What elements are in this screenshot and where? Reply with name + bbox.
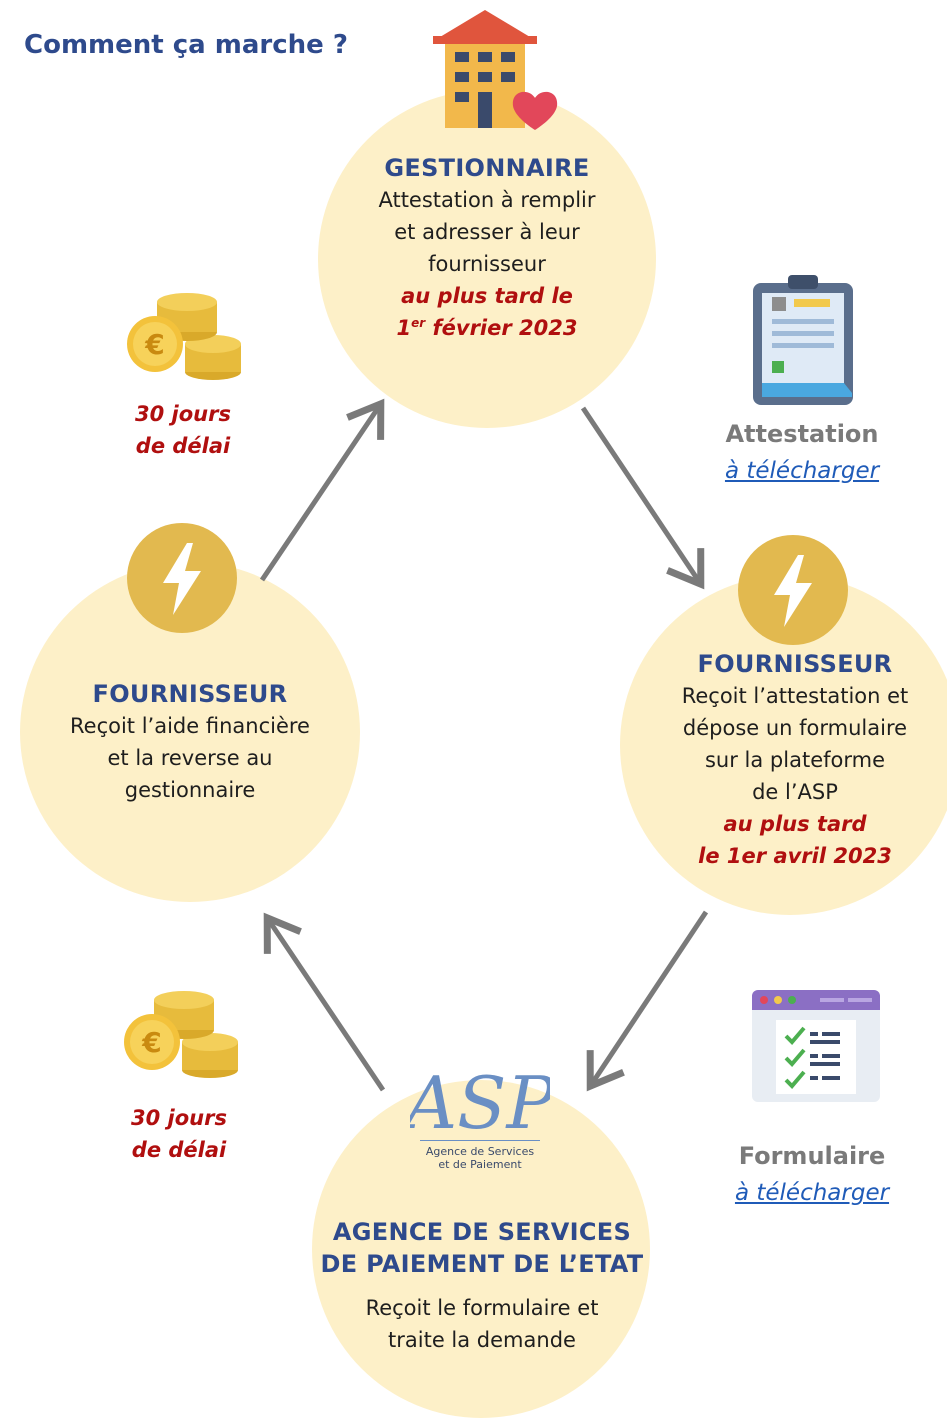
gestionnaire-body-line-3: fournisseur <box>428 252 546 276</box>
checklist-form-icon <box>752 990 880 1102</box>
delay-bottom-line-1: 30 jours <box>131 1106 227 1130</box>
asp-logo-mark: ASP <box>410 1061 550 1138</box>
asp-logo-caption-1: Agence de Services <box>425 1145 535 1158</box>
delay-bottom: 30 jours de délai <box>104 1102 254 1166</box>
fournisseur-right-text: FOURNISSEUR Reçoit l’attestation et dépo… <box>650 648 940 872</box>
asp-logo: ASP Agence de Services et de Paiement <box>410 1060 550 1171</box>
arrow-gestionnaire-to-fournisseur <box>580 406 705 590</box>
fournisseur-right-heading: FOURNISSEUR <box>697 650 893 678</box>
arrow-asp-to-fournisseur <box>263 912 386 1092</box>
svg-text:€: € <box>144 328 164 361</box>
delay-top-line-2: de délai <box>135 434 231 458</box>
gestionnaire-deadline-line-1: au plus tard le <box>401 284 573 308</box>
arrow-fournisseur-to-asp <box>586 910 709 1092</box>
asp-heading-line-1: AGENCE DE SERVICES <box>332 1218 632 1246</box>
asp-body-line-1: Reçoit le formulaire et <box>365 1296 599 1320</box>
asp-circle <box>312 1080 650 1418</box>
delay-top-line-1: 30 jours <box>135 402 231 426</box>
asp-heading-line-2: DE PAIEMENT DE L’ETAT <box>320 1250 644 1278</box>
gestionnaire-text: GESTIONNAIRE Attestation à remplir et ad… <box>330 152 644 344</box>
fournisseur-left-text: FOURNISSEUR Reçoit l’aide financière et … <box>30 678 350 806</box>
euro-coins-icon-top: € <box>125 292 245 384</box>
formulaire-title: Formulaire <box>738 1142 886 1170</box>
gestionnaire-body-line-2: et adresser à leur <box>394 220 580 244</box>
fournisseur-right-body-line-2: dépose un formulaire <box>682 716 908 740</box>
delay-top: 30 jours de délai <box>108 398 258 462</box>
building-heart-icon <box>425 10 565 140</box>
gestionnaire-heading: GESTIONNAIRE <box>384 154 590 182</box>
euro-coins-icon-bottom: € <box>122 990 242 1082</box>
fournisseur-left-body-line-1: Reçoit l’aide financière <box>70 714 310 738</box>
attestation-title: Attestation <box>725 420 879 448</box>
clipboard-document-icon <box>748 275 858 407</box>
fournisseur-right-body-line-3: sur la plateforme <box>704 748 885 772</box>
fournisseur-right-body-line-4: de l’ASP <box>752 780 838 804</box>
fournisseur-right-deadline-line-2: le 1er avril 2023 <box>698 844 892 868</box>
gestionnaire-body-line-1: Attestation à remplir <box>378 188 596 212</box>
asp-text: AGENCE DE SERVICES DE PAIEMENT DE L’ETAT… <box>292 1216 672 1356</box>
fournisseur-left-body-line-3: gestionnaire <box>124 778 256 802</box>
lightning-bolt-icon-left <box>127 523 237 633</box>
attestation-download-link[interactable]: à télécharger <box>724 458 880 484</box>
gestionnaire-deadline-line-2: 1er février 2023 <box>396 316 578 340</box>
lightning-bolt-icon-right <box>738 535 848 645</box>
svg-text:ASP: ASP <box>410 1061 550 1138</box>
svg-text:€: € <box>141 1026 161 1059</box>
fournisseur-right-deadline-line-1: au plus tard <box>723 812 867 836</box>
asp-logo-caption-2: et de Paiement <box>438 1158 522 1171</box>
fournisseur-left-body-line-2: et la reverse au <box>107 746 273 770</box>
arrow-fournisseur-to-gestionnaire <box>259 398 385 582</box>
gestionnaire-circle <box>318 90 656 428</box>
formulaire-download-link[interactable]: à télécharger <box>734 1180 890 1206</box>
fournisseur-left-heading: FOURNISSEUR <box>92 680 288 708</box>
fournisseur-right-body-line-1: Reçoit l’attestation et <box>681 684 909 708</box>
page-title: Comment ça marche ? <box>24 30 348 60</box>
delay-bottom-line-2: de délai <box>131 1138 227 1162</box>
asp-body-line-2: traite la demande <box>388 1328 576 1352</box>
